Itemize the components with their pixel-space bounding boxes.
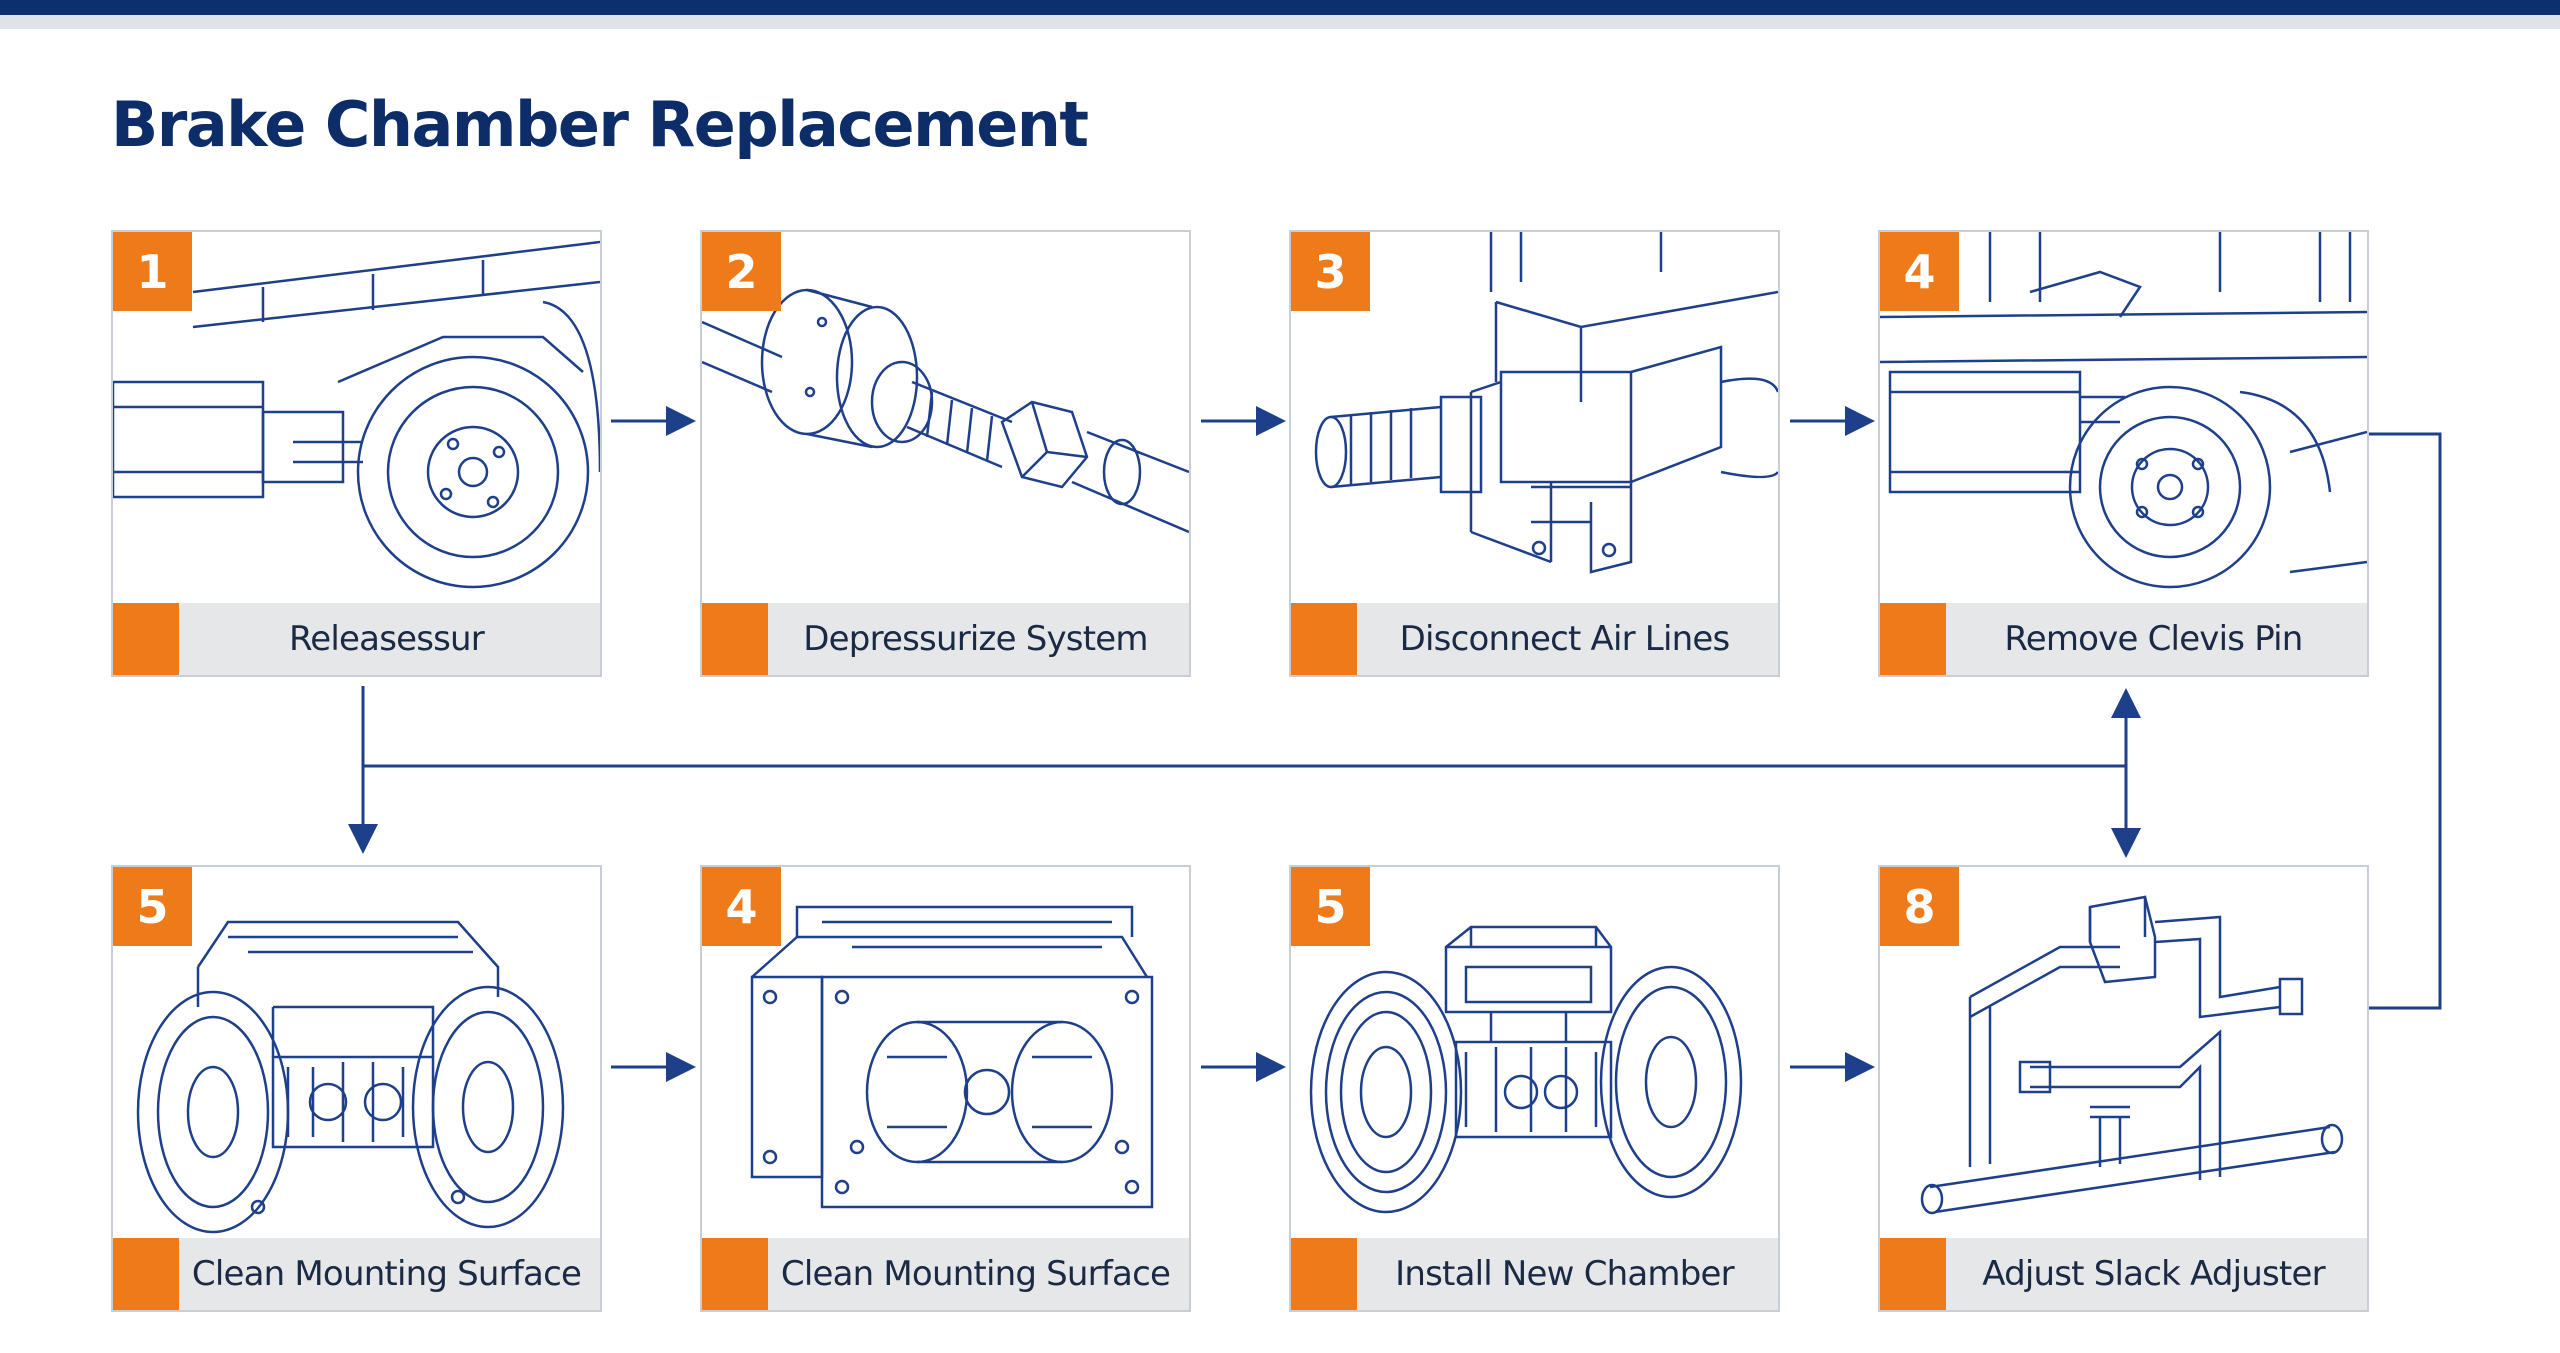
- step-number-badge: 8: [1880, 867, 1959, 946]
- header-underline: [0, 15, 2560, 29]
- caption-accent: [702, 603, 768, 675]
- step-caption: Remove Clevis Pin: [1880, 603, 2367, 675]
- step-label: Releasessur: [288, 619, 485, 659]
- header-bar: [0, 0, 2560, 15]
- step-label: Remove Clevis Pin: [2004, 619, 2303, 659]
- step-card-4: 4 Remove Clevis Pin: [1878, 230, 2369, 677]
- step-number-badge: 3: [1291, 232, 1370, 311]
- caption-accent: [1291, 1238, 1357, 1310]
- caption-accent: [113, 603, 179, 675]
- step-caption: Depressurize System: [702, 603, 1189, 675]
- step-card-2: 2 Depressurize System: [700, 230, 1191, 677]
- step-card-5: 5 Clean Mounting Surface: [111, 865, 602, 1312]
- step-caption: Disconnect Air Lines: [1291, 603, 1778, 675]
- step-caption: Clean Mounting Surface: [702, 1238, 1189, 1310]
- step-label: Install New Chamber: [1395, 1254, 1734, 1294]
- step-caption: Adjust Slack Adjuster: [1880, 1238, 2367, 1310]
- page-title: Brake Chamber Replacement: [111, 88, 1089, 161]
- caption-accent: [1880, 1238, 1946, 1310]
- caption-accent: [1291, 603, 1357, 675]
- axle-with-new-chamber-illustration: [1291, 867, 1778, 1240]
- step-label: Clean Mounting Surface: [191, 1254, 582, 1294]
- step-card-7: 5 Install New Chamber: [1289, 865, 1780, 1312]
- truck-chassis-wheel-illustration: [113, 232, 600, 605]
- step-number-badge: 1: [113, 232, 192, 311]
- step-number-badge: 5: [1291, 867, 1370, 946]
- step-number-badge: 4: [1880, 232, 1959, 311]
- step-caption: Clean Mounting Surface: [113, 1238, 600, 1310]
- step-caption: Install New Chamber: [1291, 1238, 1778, 1310]
- step-number-badge: 2: [702, 232, 781, 311]
- step-label: Depressurize System: [803, 619, 1148, 659]
- step-card-6: 4 Clean Mounting Surface: [700, 865, 1191, 1312]
- caption-accent: [113, 1238, 179, 1310]
- step-caption: Releasessur: [113, 603, 600, 675]
- caption-accent: [1880, 603, 1946, 675]
- step-card-3: 3 Disconnect Air Lines: [1289, 230, 1780, 677]
- truck-undercarriage-illustration: [1880, 232, 2367, 605]
- step-number-badge: 4: [702, 867, 781, 946]
- bracket-threaded-fitting-illustration: [1291, 232, 1778, 605]
- pipe-valve-assembly-illustration: [1880, 867, 2367, 1240]
- step-label: Disconnect Air Lines: [1399, 619, 1731, 659]
- step-card-1: 1 Releasessur: [111, 230, 602, 677]
- step-label: Clean Mounting Surface: [780, 1254, 1171, 1294]
- step-card-8: 8 Adjust Slack Adjuster: [1878, 865, 2369, 1312]
- axle-brake-assembly-illustration: [113, 867, 600, 1240]
- step-number-badge: 5: [113, 867, 192, 946]
- air-line-fitting-illustration: [702, 232, 1189, 605]
- brake-chamber-housing-illustration: [702, 867, 1189, 1240]
- caption-accent: [702, 1238, 768, 1310]
- step-label: Adjust Slack Adjuster: [1982, 1254, 2325, 1294]
